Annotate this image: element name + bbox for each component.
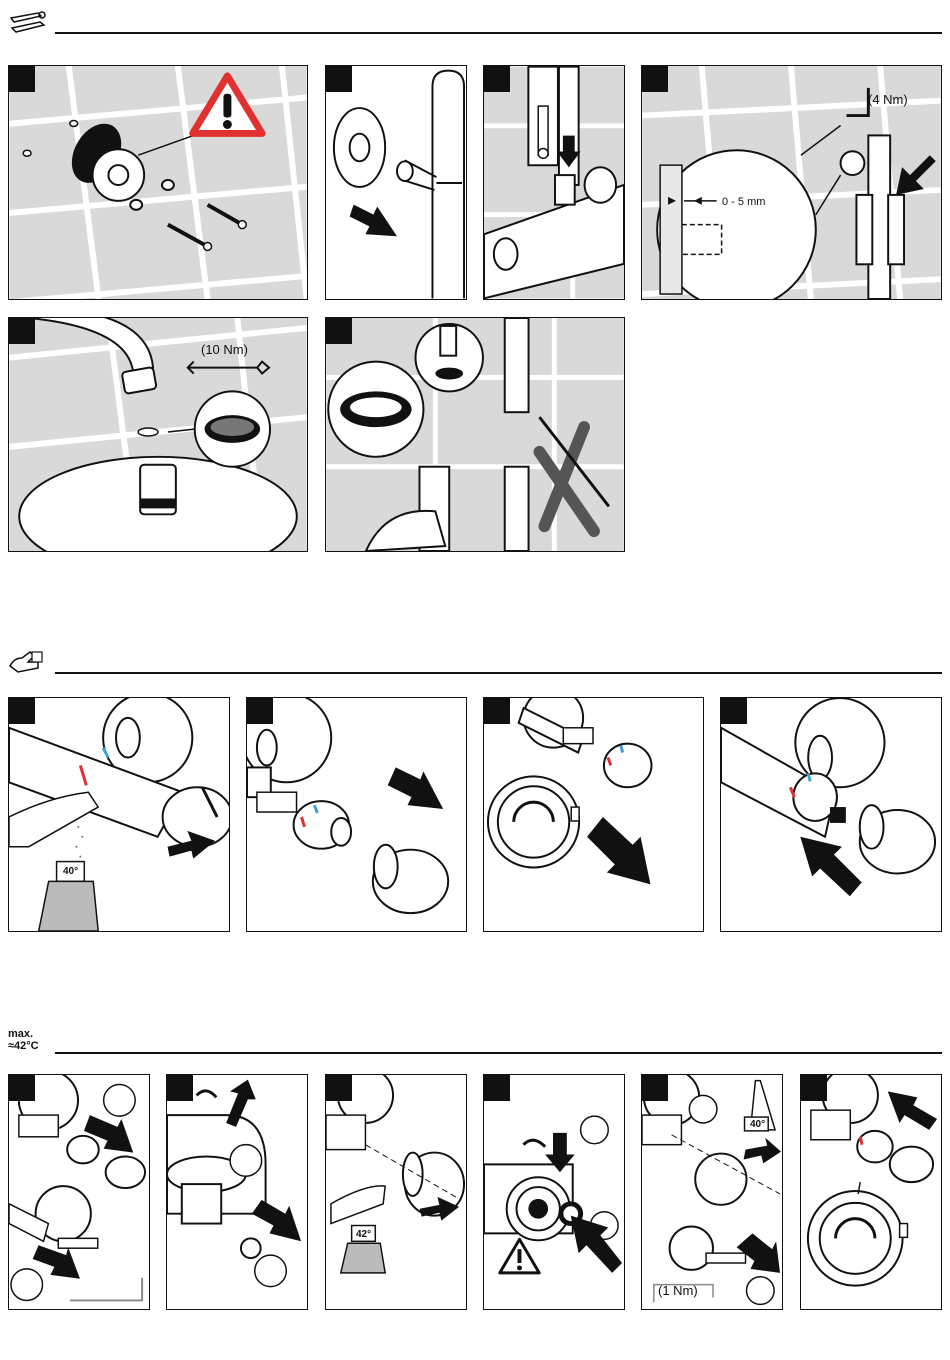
step-number-box (9, 66, 35, 92)
step-panel-7: 40° (8, 697, 230, 932)
step-panel-15: (1 Nm) 40° (641, 1074, 783, 1310)
temperature-measure-illustration (9, 698, 229, 931)
step-number-box (326, 66, 352, 92)
distance-label: 0 - 5 mm (722, 196, 765, 208)
hand-adjust-icon (8, 648, 44, 674)
step-panel-3 (483, 65, 625, 300)
display-temp-42: 42° (356, 1229, 371, 1240)
step-number-box (326, 1075, 352, 1101)
display-temp-40: 40° (63, 866, 78, 877)
torque-label-1nm: (1 Nm) (658, 1283, 698, 1298)
set-42-illustration (326, 1075, 466, 1309)
stop-ring-illustration (484, 698, 703, 931)
step-panel-14 (483, 1074, 625, 1310)
step-panel-13: 42° (325, 1074, 467, 1310)
step-number-box (484, 66, 510, 92)
reassembly-check-illustration (642, 1075, 782, 1309)
step-number-box (326, 318, 352, 344)
safety-stop-removal-illustration (9, 1075, 149, 1309)
cap-refit-illustration (721, 698, 941, 931)
section-rule-max-temperature (55, 1052, 942, 1054)
max-temperature-label: max. ≈42°C (8, 1028, 39, 1052)
torque-label-4nm: (4 Nm) (868, 92, 908, 107)
step-panel-10 (720, 697, 942, 932)
torque-label-10nm: (10 Nm) (201, 342, 248, 357)
section-rule-installation (55, 32, 942, 34)
step-number-box (247, 698, 273, 724)
step-number-box (642, 66, 668, 92)
wall-mount-parts-illustration (9, 66, 307, 299)
step-number-box (642, 1075, 668, 1101)
step-number-box (801, 1075, 827, 1101)
wrench-screwdriver-icon (8, 10, 48, 38)
step-panel-1 (8, 65, 308, 300)
clip-removal-illustration (167, 1075, 307, 1309)
max-label-line1: max. (8, 1028, 39, 1040)
step-panel-12 (166, 1074, 308, 1310)
step-panel-9 (483, 697, 704, 932)
step-panel-16 (800, 1074, 942, 1310)
step-number-box (167, 1075, 193, 1101)
step-number-box (721, 698, 747, 724)
stop-ring-position-illustration (484, 1075, 624, 1309)
riser-insertion-illustration (484, 66, 624, 299)
section-rule-adjustment (55, 672, 942, 674)
step-panel-4: (4 Nm) 0 - 5 mm (641, 65, 942, 300)
step-number-box (9, 318, 35, 344)
rosette-removal-illustration (326, 66, 466, 299)
max-label-line2: ≈42°C (8, 1040, 39, 1052)
overhead-shower-filter-illustration (9, 318, 307, 551)
cartridge-cap-removal-illustration (247, 698, 466, 931)
step-panel-2 (325, 65, 467, 300)
step-panel-5: (10 Nm) (8, 317, 308, 552)
warning-triangle-icon (500, 1239, 539, 1273)
hose-seal-illustration (326, 318, 624, 551)
step-number-box (484, 698, 510, 724)
step-number-box (484, 1075, 510, 1101)
step-number-box (9, 1075, 35, 1101)
step-panel-11 (8, 1074, 150, 1310)
step-panel-8 (246, 697, 467, 932)
final-assembly-illustration (801, 1075, 941, 1309)
display-temp-40-check: 40° (750, 1119, 765, 1130)
step-number-box (9, 698, 35, 724)
step-panel-6 (325, 317, 625, 552)
